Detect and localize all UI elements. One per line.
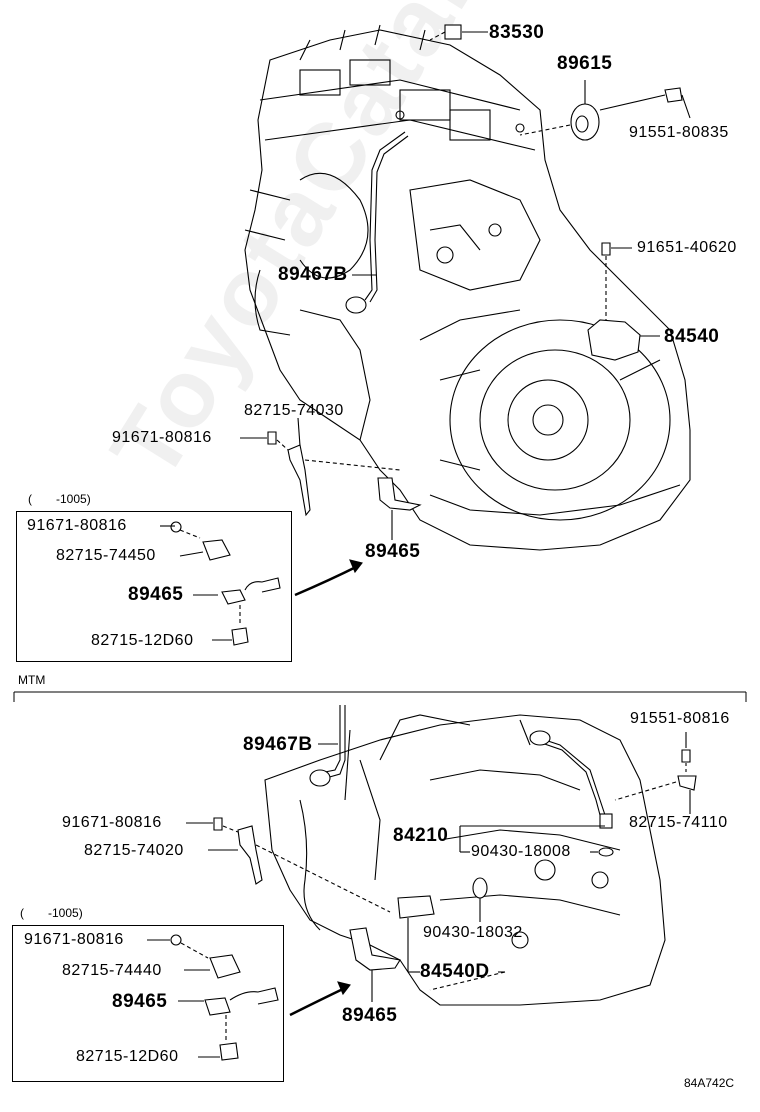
label-82715-74030[interactable]: 82715-74030 bbox=[244, 402, 344, 419]
diagram-id: 84A742C bbox=[684, 1076, 735, 1090]
label-84210[interactable]: 84210 bbox=[393, 825, 449, 846]
inset-box-top bbox=[16, 511, 292, 662]
label-84540d[interactable]: 84540D bbox=[420, 961, 490, 982]
label-90430-18008[interactable]: 90430-18008 bbox=[471, 843, 571, 860]
label-89465-mtm[interactable]: 89465 bbox=[342, 1005, 398, 1026]
label-90430-18032[interactable]: 90430-18032 bbox=[423, 924, 523, 941]
inset-top-label-82715-74450[interactable]: 82715-74450 bbox=[56, 547, 156, 564]
inset-range-top: ( -1005) bbox=[28, 492, 91, 506]
inset-top-label-91671-80816[interactable]: 91671-80816 bbox=[27, 517, 127, 534]
inset-top-label-89465[interactable]: 89465 bbox=[128, 584, 184, 605]
label-91671-80816-mtm[interactable]: 91671-80816 bbox=[62, 814, 162, 831]
label-89465[interactable]: 89465 bbox=[365, 541, 421, 562]
label-82715-74020[interactable]: 82715-74020 bbox=[84, 842, 184, 859]
label-91551-80835[interactable]: 91551-80835 bbox=[629, 124, 729, 141]
top-leaders bbox=[240, 24, 691, 597]
label-89467b-mtm[interactable]: 89467B bbox=[243, 734, 313, 755]
inset-bottom-label-91671-80816[interactable]: 91671-80816 bbox=[24, 931, 124, 948]
engine-top-drawing bbox=[244, 24, 691, 551]
label-91551-80816[interactable]: 91551-80816 bbox=[630, 710, 730, 727]
bottom-leaders bbox=[186, 705, 697, 1017]
inset-bottom-label-82715-12d60[interactable]: 82715-12D60 bbox=[76, 1048, 179, 1065]
bottom-inset-drawing bbox=[147, 934, 279, 1061]
inset-bottom-label-89465[interactable]: 89465 bbox=[112, 991, 168, 1012]
inset-box-bottom bbox=[12, 925, 284, 1082]
label-91671-80816[interactable]: 91671-80816 bbox=[112, 429, 212, 446]
label-91651-40620[interactable]: 91651-40620 bbox=[637, 239, 737, 256]
label-89467b[interactable]: 89467B bbox=[278, 264, 348, 285]
label-83530[interactable]: 83530 bbox=[489, 22, 545, 43]
transaxle-bottom-drawing bbox=[264, 714, 666, 1006]
section-mtm-label: MTM bbox=[18, 673, 46, 687]
label-82715-74110[interactable]: 82715-74110 bbox=[629, 814, 728, 831]
label-89615[interactable]: 89615 bbox=[557, 53, 613, 74]
inset-top-label-82715-12d60[interactable]: 82715-12D60 bbox=[91, 632, 194, 649]
label-84540[interactable]: 84540 bbox=[664, 326, 720, 347]
inset-bottom-label-82715-74440[interactable]: 82715-74440 bbox=[62, 962, 162, 979]
top-inset-drawing bbox=[160, 521, 281, 646]
inset-range-bottom: ( -1005) bbox=[20, 906, 83, 920]
